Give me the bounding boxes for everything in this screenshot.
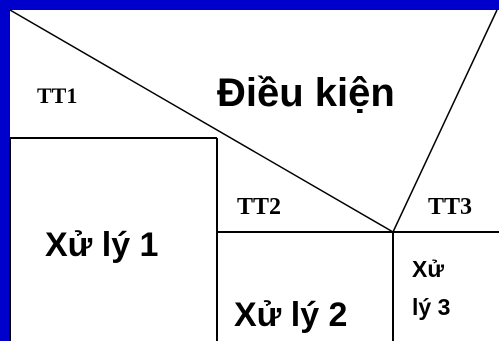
branch3-label: TT3 xyxy=(428,194,472,220)
diagonal-right xyxy=(392,9,498,233)
branch1-region xyxy=(10,138,217,341)
branch3-action-line2: lý 3 xyxy=(412,294,450,320)
branch2-action: Xử lý 2 xyxy=(234,296,347,334)
branch1-action: Xử lý 1 xyxy=(45,226,158,264)
branch2-label: TT2 xyxy=(237,194,281,220)
condition-label: Điều kiện xyxy=(217,71,395,115)
branch23-region xyxy=(217,138,499,341)
condition-region xyxy=(10,10,499,138)
diagonal-left xyxy=(9,9,394,233)
branch1-label: TT1 xyxy=(37,83,77,108)
branch3-action-line1: Xử xyxy=(412,256,444,282)
